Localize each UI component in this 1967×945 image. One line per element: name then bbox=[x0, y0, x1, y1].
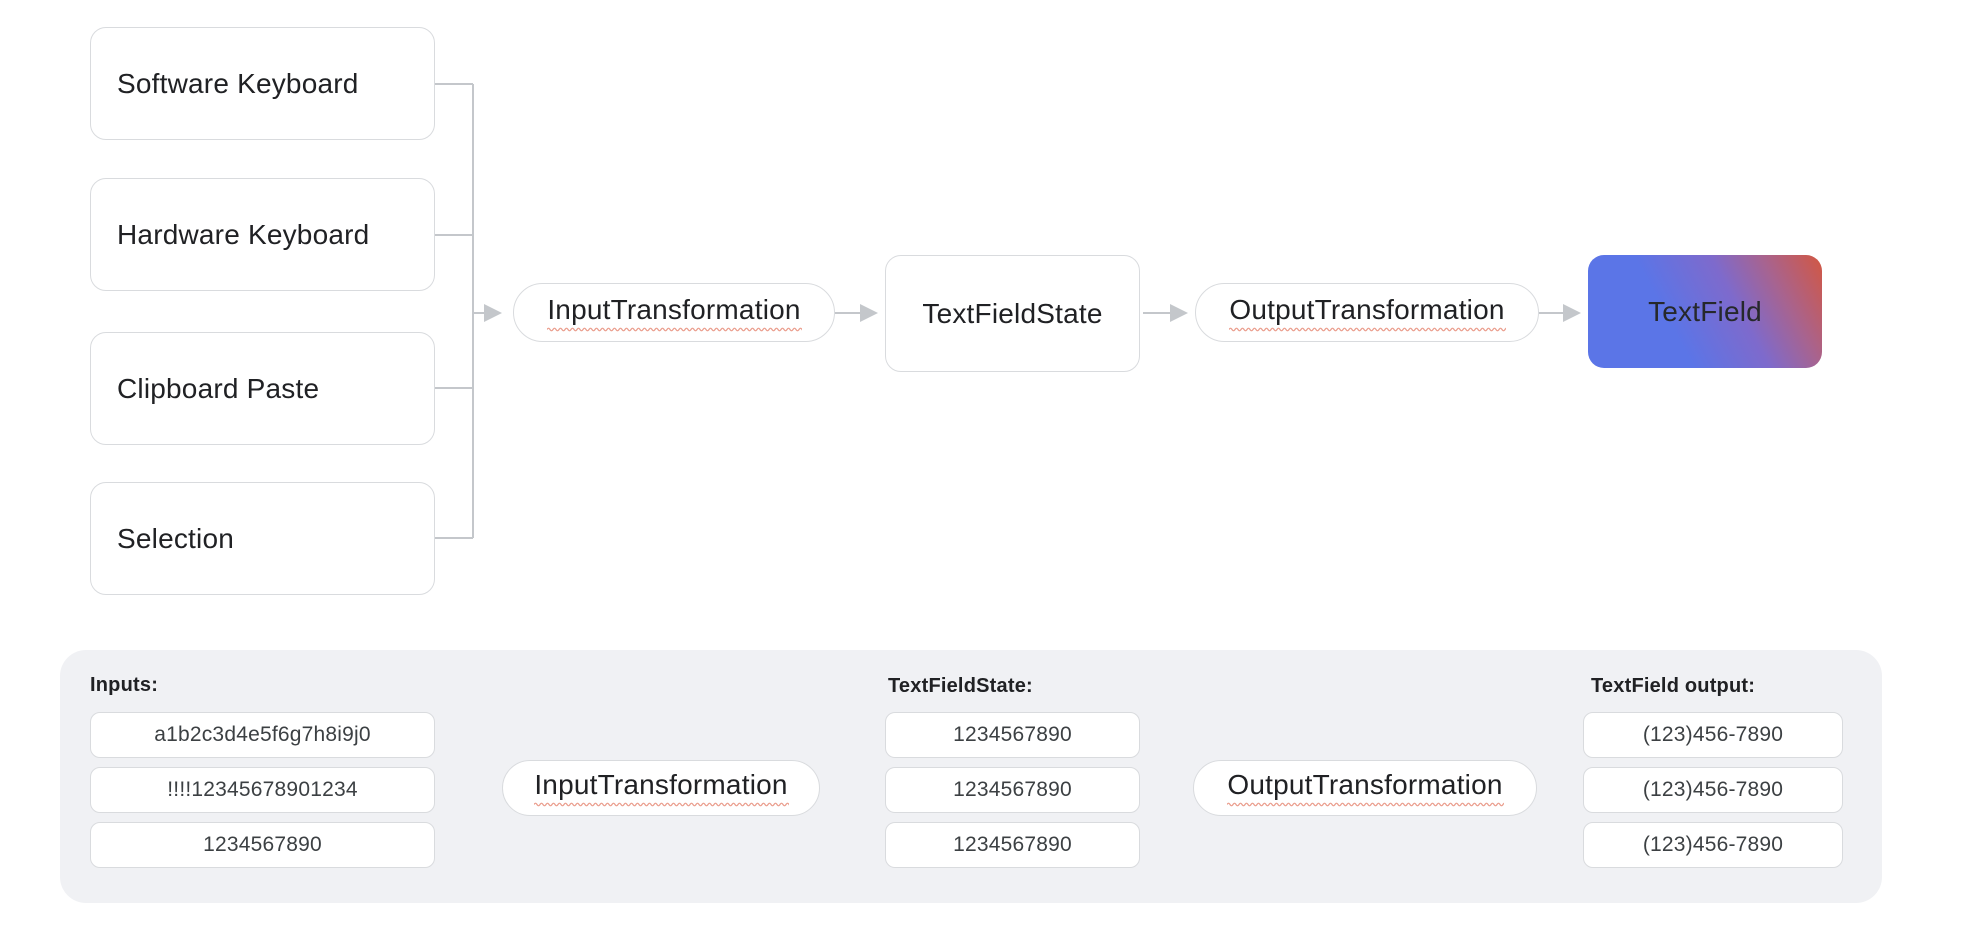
textfield-output-label: TextField output: bbox=[1591, 675, 1756, 697]
output-transformation-label: OutputTransformation bbox=[1229, 293, 1505, 325]
output-value-box: (123)456-7890 bbox=[1583, 712, 1843, 758]
output-value: (123)456-7890 bbox=[1642, 778, 1784, 801]
source-box-software-keyboard: Software Keyboard bbox=[90, 27, 435, 140]
output-value: (123)456-7890 bbox=[1642, 833, 1784, 856]
state-value-box: 1234567890 bbox=[885, 712, 1140, 758]
spellcheck-squiggle-icon bbox=[1226, 802, 1504, 807]
input-transformation-label: InputTransformation bbox=[547, 293, 801, 325]
textfieldstate-node: TextFieldState bbox=[885, 255, 1140, 372]
output-value: (123)456-7890 bbox=[1642, 723, 1784, 746]
output-transformation-pill: OutputTransformation bbox=[1195, 283, 1539, 342]
input-transformation-pill-example: InputTransformation bbox=[502, 760, 820, 816]
state-value: 1234567890 bbox=[953, 778, 1072, 801]
spellcheck-squiggle-icon bbox=[546, 327, 802, 331]
spellcheck-squiggle-icon bbox=[533, 802, 789, 807]
state-value: 1234567890 bbox=[953, 723, 1072, 746]
textfield-node: TextField bbox=[1588, 255, 1822, 368]
state-value: 1234567890 bbox=[953, 833, 1072, 856]
textfieldstate-label: TextFieldState bbox=[922, 297, 1103, 329]
source-label: Hardware Keyboard bbox=[117, 218, 370, 250]
input-value: 1234567890 bbox=[203, 833, 322, 856]
source-label: Software Keyboard bbox=[117, 67, 359, 99]
textfield-label: TextField bbox=[1648, 295, 1762, 327]
source-box-selection: Selection bbox=[90, 482, 435, 595]
source-box-clipboard-paste: Clipboard Paste bbox=[90, 332, 435, 445]
state-value-box: 1234567890 bbox=[885, 767, 1140, 813]
input-value: !!!!12345678901234 bbox=[167, 778, 358, 801]
output-transformation-label: OutputTransformation bbox=[1227, 769, 1503, 800]
input-transformation-label: InputTransformation bbox=[534, 769, 788, 800]
source-label: Clipboard Paste bbox=[117, 372, 320, 404]
output-value-box: (123)456-7890 bbox=[1583, 822, 1843, 868]
state-value-box: 1234567890 bbox=[885, 822, 1140, 868]
output-transformation-pill-example: OutputTransformation bbox=[1193, 760, 1537, 816]
input-transformation-pill: InputTransformation bbox=[513, 283, 835, 342]
input-value-box: !!!!12345678901234 bbox=[90, 767, 435, 813]
textfieldstate-column-label: TextFieldState: bbox=[888, 675, 1033, 697]
input-value-box: a1b2c3d4e5f6g7h8i9j0 bbox=[90, 712, 435, 758]
input-value: a1b2c3d4e5f6g7h8i9j0 bbox=[154, 723, 371, 746]
inputs-label: Inputs: bbox=[90, 674, 159, 696]
source-box-hardware-keyboard: Hardware Keyboard bbox=[90, 178, 435, 291]
source-label: Selection bbox=[117, 522, 234, 554]
input-value-box: 1234567890 bbox=[90, 822, 435, 868]
output-value-box: (123)456-7890 bbox=[1583, 767, 1843, 813]
spellcheck-squiggle-icon bbox=[1228, 327, 1506, 331]
